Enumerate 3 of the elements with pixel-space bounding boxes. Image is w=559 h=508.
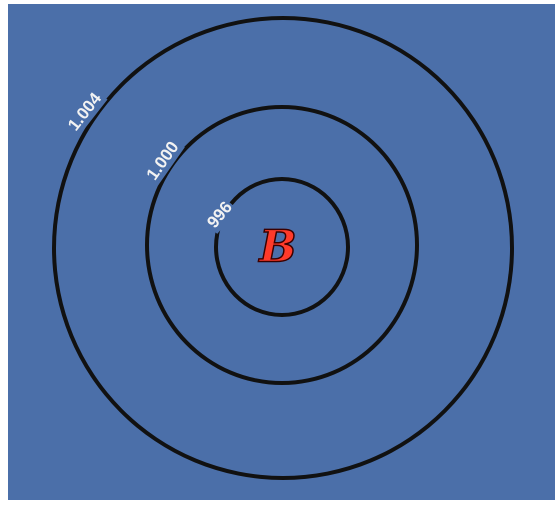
isobar-circle — [145, 105, 419, 385]
low-pressure-label: B — [259, 222, 297, 272]
isobar-circle — [52, 16, 514, 480]
